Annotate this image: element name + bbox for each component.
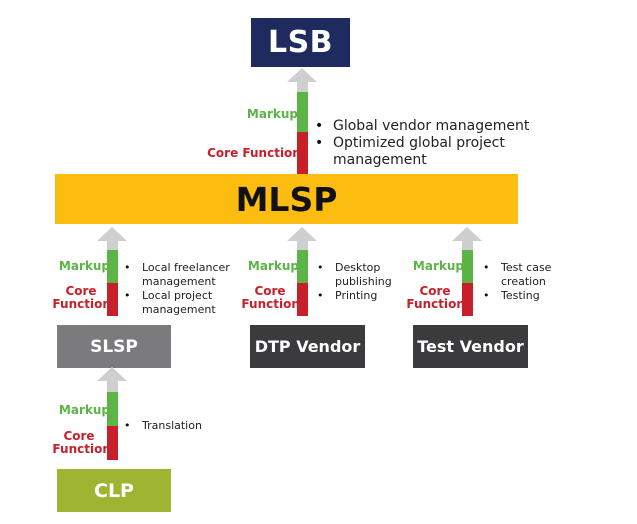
bullet-item: Printing: [317, 289, 425, 303]
markup-segment: [106, 250, 118, 283]
clp-bullet-list: Translation: [124, 419, 242, 433]
core-functions-segment: [461, 283, 473, 316]
core-label: Core: [254, 284, 286, 298]
bullet-item: Translation: [124, 419, 242, 433]
node-dtp-vendor: DTP Vendor: [250, 325, 365, 368]
core-functions-label: Core Functions: [207, 146, 308, 160]
markup-label: Markup: [58, 403, 110, 417]
arrow-head-icon: [452, 227, 482, 241]
core-functions-segment: [296, 283, 308, 316]
markup-label: Markup: [58, 259, 110, 273]
slsp-bullet-list: Local freelancer management Local projec…: [124, 261, 252, 317]
node-mlsp: MLSP: [55, 174, 518, 224]
arrow-slsp-to-mlsp: [97, 227, 127, 316]
node-test-vendor: Test Vendor: [413, 325, 528, 368]
functions-label: Functions: [52, 442, 118, 456]
arrow-test-to-mlsp: [452, 227, 482, 316]
node-slsp: SLSP: [57, 325, 171, 368]
node-mlsp-label: MLSP: [235, 179, 338, 219]
core-functions-segment: [106, 426, 118, 460]
markup-label: Markup: [412, 259, 464, 273]
markup-label: Markup: [246, 107, 298, 121]
bullet-item: Testing: [483, 289, 581, 303]
node-clp: CLP: [57, 469, 171, 512]
core-label: Core: [419, 284, 451, 298]
lsb-bullet-list: Global vendor management Optimized globa…: [315, 118, 553, 169]
markup-segment: [461, 250, 473, 283]
arrow-shaft: [296, 241, 308, 250]
arrow-shaft: [106, 381, 118, 392]
arrow-head-icon: [287, 68, 317, 82]
core-functions-segment: [296, 132, 308, 174]
markup-segment: [296, 250, 308, 283]
arrow-shaft: [461, 241, 473, 250]
markup-segment: [296, 92, 308, 132]
functions-label: Functions: [52, 297, 118, 311]
arrow-shaft: [296, 82, 308, 92]
functions-label: Functions: [241, 297, 307, 311]
functions-label: Functions: [406, 297, 472, 311]
markup-label: Markup: [247, 259, 299, 273]
arrow-head-icon: [287, 227, 317, 241]
bullet-item: Desktop publishing: [317, 261, 425, 289]
bullet-item: Local freelancer management: [124, 261, 252, 289]
arrow-dtp-to-mlsp: [287, 227, 317, 316]
node-test-vendor-label: Test Vendor: [417, 337, 524, 356]
node-lsb-label: LSB: [267, 25, 334, 60]
arrow-shaft: [106, 241, 118, 250]
core-functions-segment: [106, 283, 118, 316]
test-bullet-list: Test case creation Testing: [483, 261, 581, 303]
node-dtp-vendor-label: DTP Vendor: [254, 337, 361, 356]
arrow-clp-to-slsp: [97, 367, 127, 460]
arrow-head-icon: [97, 367, 127, 381]
dtp-bullet-list: Desktop publishing Printing: [317, 261, 425, 303]
arrow-mlsp-to-lsb: [287, 68, 317, 174]
arrow-head-icon: [97, 227, 127, 241]
node-slsp-label: SLSP: [90, 336, 138, 357]
core-label: Core: [63, 429, 95, 443]
bullet-item: Global vendor management: [315, 118, 553, 135]
bullet-item: Local project management: [124, 289, 252, 317]
markup-segment: [106, 392, 118, 426]
node-clp-label: CLP: [94, 479, 134, 502]
bullet-item: Test case creation: [483, 261, 581, 289]
bullet-item: Optimized global project management: [315, 135, 553, 169]
core-label: Core: [65, 284, 97, 298]
node-lsb: LSB: [251, 18, 350, 67]
